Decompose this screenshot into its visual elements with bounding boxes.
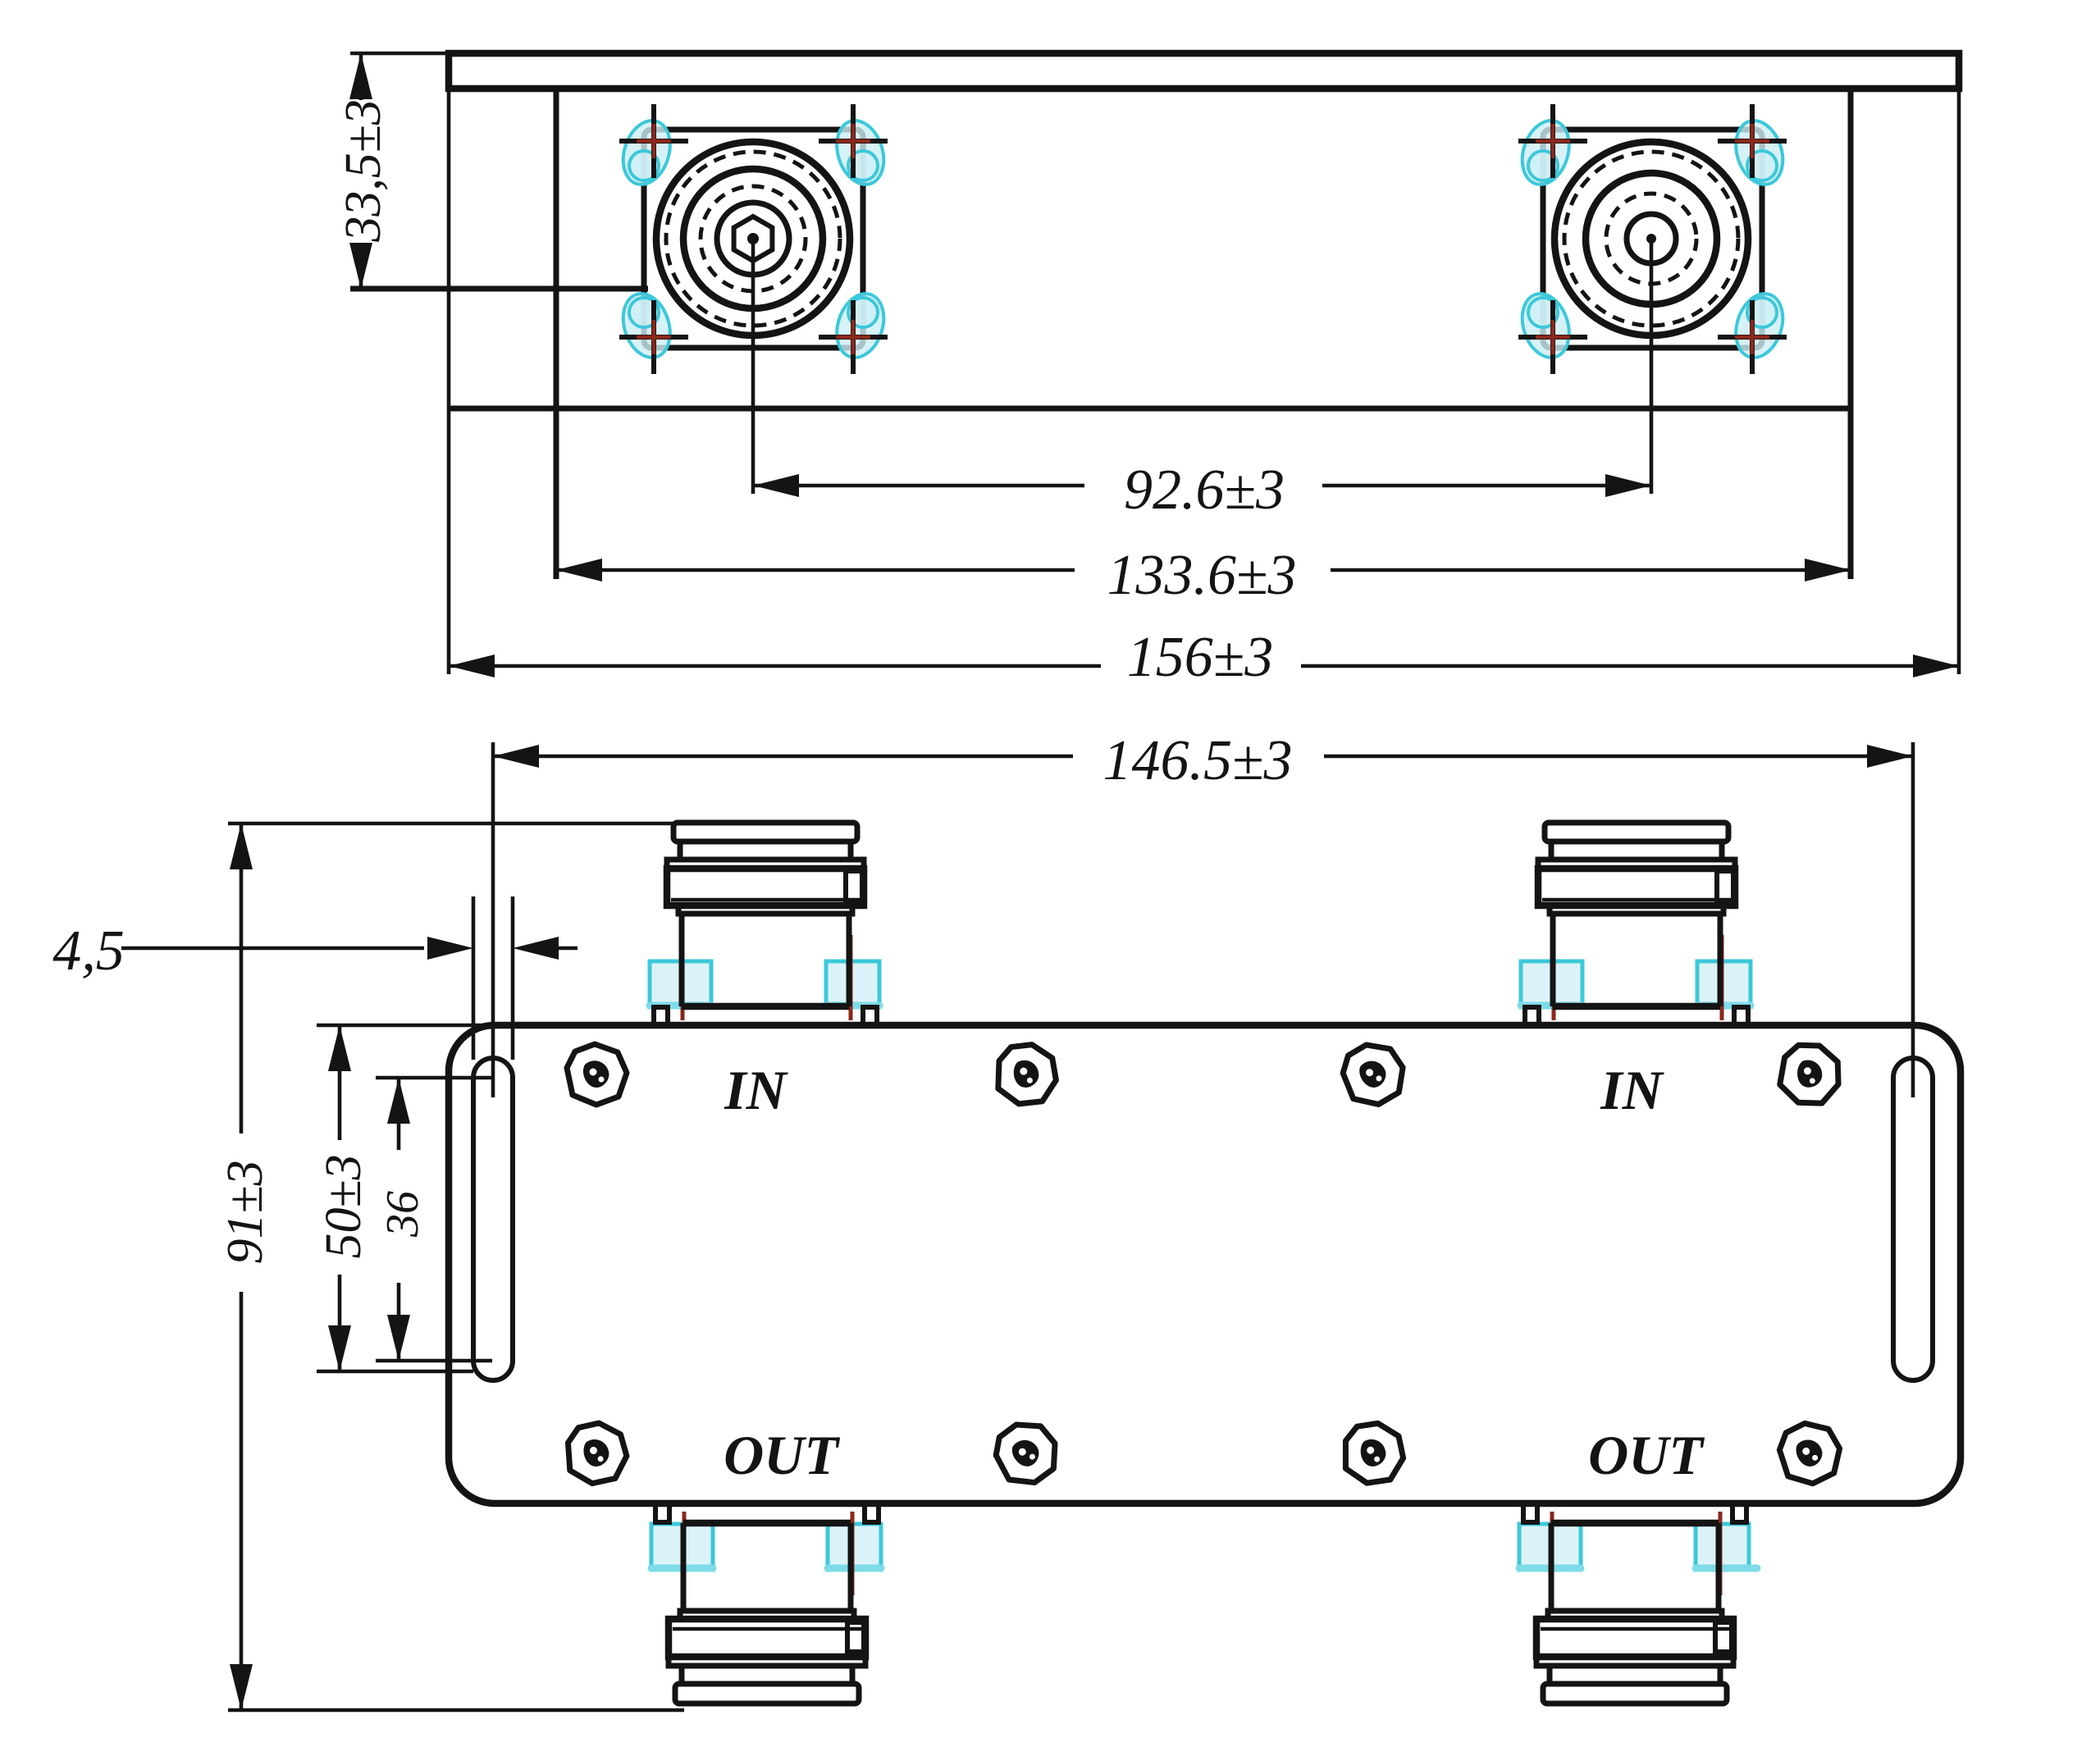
dimension-133-6: 133.6±3 [556, 544, 1851, 607]
dimension-91: 91±3 [217, 821, 684, 1713]
screw-icon [990, 1038, 1063, 1111]
dim-156-label: 156±3 [1127, 626, 1273, 689]
screw-icon [989, 1416, 1064, 1490]
front-body-outline [445, 1021, 1965, 1508]
mounting-slot-right [1891, 1056, 1935, 1383]
connector-flange-right-top-view [1514, 104, 1791, 494]
screw-icon [563, 1419, 631, 1487]
center-hex-nut [731, 213, 775, 264]
dimension-4-5: 4,5 [52, 919, 578, 983]
connector-out-left [647, 1501, 885, 1707]
dim-4-5-label: 4,5 [52, 919, 125, 983]
connector-in-right [1517, 819, 1755, 1029]
port-labels: IN IN OUT OUT [724, 1059, 1705, 1486]
dim-36-label: 36 [377, 1191, 428, 1238]
mounting-slot-left [471, 1056, 515, 1383]
slot-extension-lines [471, 742, 1915, 1097]
connector-flange-left-top-view [615, 104, 892, 494]
screw-icon [1338, 1417, 1409, 1489]
mounting-plate-edge [445, 49, 1963, 93]
top-view-body-outline [350, 89, 1961, 674]
dim-50-label: 50±3 [316, 1154, 372, 1258]
dim-146-5-label: 146.5±3 [1103, 729, 1293, 792]
screw-icon [1777, 1420, 1842, 1486]
dim-33-5-label: 33,5±3 [336, 99, 391, 243]
port-label-out-left: OUT [724, 1424, 840, 1486]
dimension-156: 156±3 [449, 626, 1959, 689]
screw-icon [1771, 1035, 1849, 1114]
connector-out-right [1515, 1501, 1761, 1707]
connector-in-left [646, 819, 883, 1029]
port-label-in-left: IN [724, 1059, 788, 1121]
front-view: 146.5±3 4,5 91±3 50±3 [52, 729, 1965, 1713]
port-label-in-right: IN [1600, 1059, 1664, 1121]
screw-icon [567, 1044, 627, 1105]
top-view: 33,5±3 92.6±3 133.6±3 156±3 [336, 49, 1963, 689]
dimension-50: 50±3 [316, 1023, 500, 1374]
dimension-36: 36 [376, 1075, 492, 1363]
port-label-out-right: OUT [1588, 1424, 1705, 1486]
dim-91-label: 91±3 [217, 1160, 273, 1264]
dim-133-6-label: 133.6±3 [1107, 544, 1297, 607]
screw-icon [1339, 1039, 1408, 1110]
dim-92-6-label: 92.6±3 [1124, 458, 1285, 522]
dimension-146-5: 146.5±3 [493, 729, 1913, 792]
dimension-92-6: 92.6±3 [753, 458, 1651, 522]
dimension-33-5: 33,5±3 [336, 51, 450, 289]
